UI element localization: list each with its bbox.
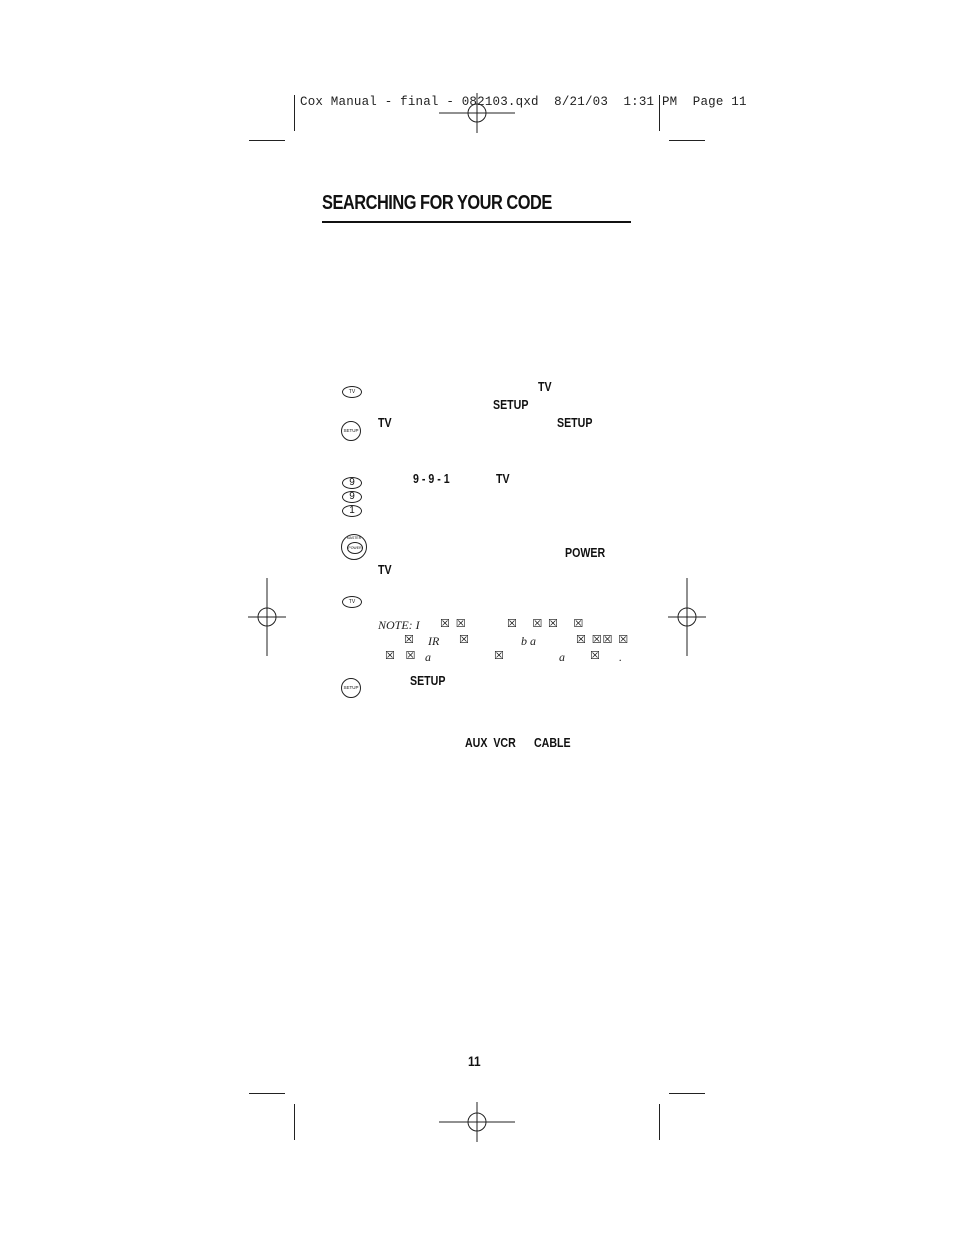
step1-tv-label: TV bbox=[538, 380, 552, 394]
registration-mark-icon bbox=[248, 578, 286, 656]
note-line2-a: ☒ bbox=[404, 633, 415, 646]
crop-mark bbox=[669, 140, 705, 141]
crop-mark bbox=[294, 1104, 295, 1140]
step2-setup-label: SETUP bbox=[557, 416, 593, 430]
note-line2-d: b a bbox=[521, 634, 536, 648]
title-underline bbox=[322, 221, 631, 223]
step4-tv-label: TV bbox=[378, 563, 392, 577]
note-line1-c: ☒ ☒ ☒ ☒ bbox=[507, 617, 585, 630]
step1-setup-label: SETUP bbox=[493, 398, 529, 412]
step2-tv-label: TV bbox=[378, 416, 392, 430]
registration-mark-icon bbox=[439, 93, 515, 133]
print-slug: Cox Manual - final - 082103.qxd 8/21/03 … bbox=[300, 95, 747, 109]
crop-mark bbox=[659, 1104, 660, 1140]
crop-mark bbox=[659, 95, 660, 131]
cable-label: CABLE bbox=[534, 736, 571, 750]
registration-mark-icon bbox=[439, 1102, 515, 1142]
tv-button-icon: TV bbox=[342, 386, 362, 398]
step3-tv-label: TV bbox=[496, 472, 510, 486]
nine-button-icon: 9 bbox=[342, 491, 362, 503]
power-button-icon: MASTER POWER bbox=[341, 534, 367, 560]
step6-setup-label: SETUP bbox=[410, 674, 446, 688]
one-button-icon: 1 bbox=[342, 505, 362, 517]
aux-vcr-label: AUX VCR bbox=[465, 736, 516, 750]
note-line3-c: ☒ bbox=[494, 649, 505, 662]
note-line2-c: ☒ bbox=[459, 633, 470, 646]
crop-mark bbox=[669, 1093, 705, 1094]
note-line2-b: IR bbox=[428, 634, 440, 648]
step4-power-label: POWER bbox=[565, 546, 606, 560]
note-line2-e: ☒ ☒☒ ☒ bbox=[576, 633, 630, 646]
note-line1-a: NOTE: I bbox=[378, 618, 420, 632]
setup-button-icon: SETUP bbox=[341, 678, 361, 698]
tv-button-icon: TV bbox=[342, 596, 362, 608]
crop-mark bbox=[294, 95, 295, 131]
setup-button-icon: SETUP bbox=[341, 421, 361, 441]
note-line3-a: ☒ ☒ bbox=[385, 649, 417, 662]
page-number: 11 bbox=[468, 1053, 481, 1069]
registration-mark-icon bbox=[668, 578, 706, 656]
note-line3-b: a bbox=[425, 650, 431, 664]
crop-mark bbox=[249, 1093, 285, 1094]
note-line1-b: ☒ ☒ bbox=[440, 617, 467, 630]
note-line3-f: . bbox=[619, 650, 622, 664]
note-line3-e: ☒ bbox=[590, 649, 601, 662]
crop-mark bbox=[249, 140, 285, 141]
power-label: POWER bbox=[347, 542, 363, 554]
nine-button-icon: 9 bbox=[342, 477, 362, 489]
note-line3-d: a bbox=[559, 650, 565, 664]
master-label: MASTER bbox=[346, 536, 362, 540]
page-title: SEARCHING FOR YOUR CODE bbox=[322, 192, 552, 214]
step3-code: 9 - 9 - 1 bbox=[413, 472, 450, 486]
